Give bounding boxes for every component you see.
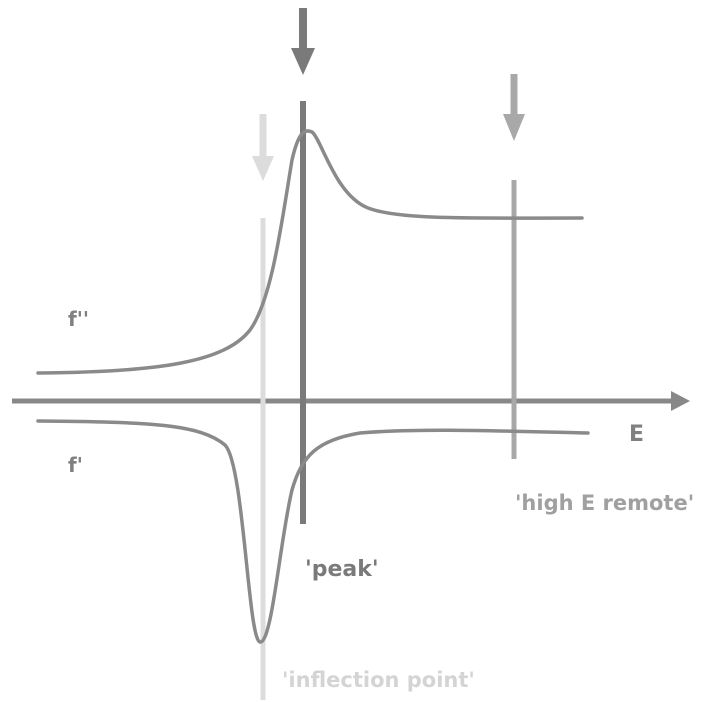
f-prime-label: f' [68, 453, 83, 477]
peak-arrow-icon [291, 8, 315, 75]
energy-axis-label: E [629, 422, 644, 447]
peak-label: 'peak' [305, 557, 379, 582]
f-prime-curve [36, 419, 590, 644]
f-double-prime-label: f'' [68, 307, 89, 331]
inflection-point-arrow-icon [252, 114, 274, 181]
high-e-remote-arrow-icon [503, 74, 525, 141]
inflection-point-label: 'inflection point' [282, 668, 475, 692]
f-double-prime-curve [36, 129, 584, 375]
high-e-remote-label: 'high E remote' [515, 491, 694, 515]
energy-axis-arrowhead [671, 391, 690, 411]
